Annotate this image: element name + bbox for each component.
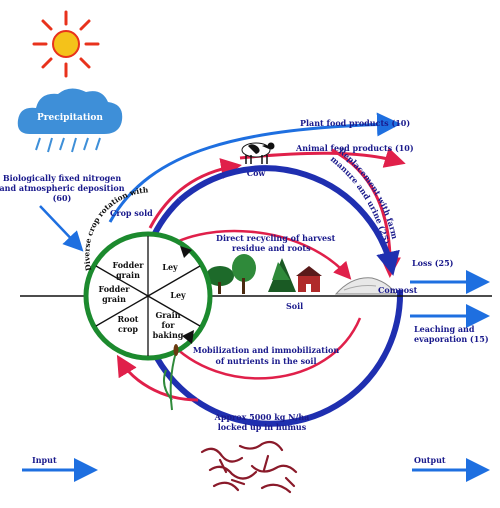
wheel-root-crop-2: crop xyxy=(118,324,138,334)
crop-rotation-wheel xyxy=(83,231,213,361)
animal-feed-label: Animal feed products (10) xyxy=(295,143,414,153)
cloud-icon xyxy=(17,88,123,153)
sun-icon xyxy=(32,10,100,78)
output-label: Output xyxy=(414,455,446,465)
soil-label: Soil xyxy=(286,301,303,311)
wheel-grain-baking-1: Grain xyxy=(155,310,180,320)
wheel-fodder-grain-left-2: grain xyxy=(102,294,126,304)
roots-icon xyxy=(200,440,298,494)
fixed-nitrogen-value: (60) xyxy=(53,193,72,203)
wheel-root-crop-1: Root xyxy=(117,314,138,324)
cow-icon xyxy=(241,142,275,164)
plant-food-arrow xyxy=(108,112,401,223)
crop-sold-label: Crop sold xyxy=(110,208,153,218)
wheel-ley-top: Ley xyxy=(162,262,178,272)
wheel-fodder-grain-left-1: Fodder xyxy=(98,284,130,294)
mobilization-line2: of nutrients in the soil xyxy=(216,356,317,366)
plant-food-label: Plant food products (10) xyxy=(300,118,410,128)
fixed-nitrogen-arrow xyxy=(39,205,84,252)
tree-icon xyxy=(206,254,296,294)
wheel-fodder-grain-top-2: grain xyxy=(116,270,140,280)
direct-recycling-line2: residue and roots xyxy=(232,243,311,253)
humus-ring-arrow xyxy=(178,165,400,276)
wheel-ley-right: Ley xyxy=(170,290,186,300)
cow-label: Cow xyxy=(247,168,267,178)
precipitation-label: Precipitation xyxy=(37,113,103,123)
input-label: Input xyxy=(32,455,57,465)
rotation-arrowhead xyxy=(180,246,192,258)
humus-line2: locked up in humus xyxy=(218,422,307,432)
direct-recycling-line1: Direct recycling of harvest xyxy=(216,233,336,243)
wheel-fodder-grain-top-1: Fodder xyxy=(112,260,144,270)
humus-line1: Approx 5000 kg N/ha xyxy=(214,412,310,422)
wheel-grain-baking-2: for xyxy=(162,320,176,330)
rotation-arrowhead-2 xyxy=(182,330,194,344)
humus-return-arrow xyxy=(116,354,199,402)
mobilization-line1: Mobilization and immobilization xyxy=(193,345,339,355)
loss-label: Loss (25) xyxy=(412,258,454,268)
plant-icon xyxy=(163,344,179,411)
fixed-nitrogen-line2: and atmospheric deposition xyxy=(0,183,125,193)
compost-pile-icon xyxy=(334,277,397,295)
compost-label: Compost xyxy=(378,285,418,295)
leaching-line2: evaporation (15) xyxy=(414,334,489,344)
feed-to-cow-arrow xyxy=(148,158,242,229)
fixed-nitrogen-line1: Biologically fixed nitrogen xyxy=(3,173,122,183)
leaching-line1: Leaching and xyxy=(414,324,475,334)
mobilization-arrow xyxy=(164,317,362,380)
farmhouse-icon xyxy=(296,266,322,292)
wheel-grain-baking-3: baking xyxy=(153,330,184,340)
